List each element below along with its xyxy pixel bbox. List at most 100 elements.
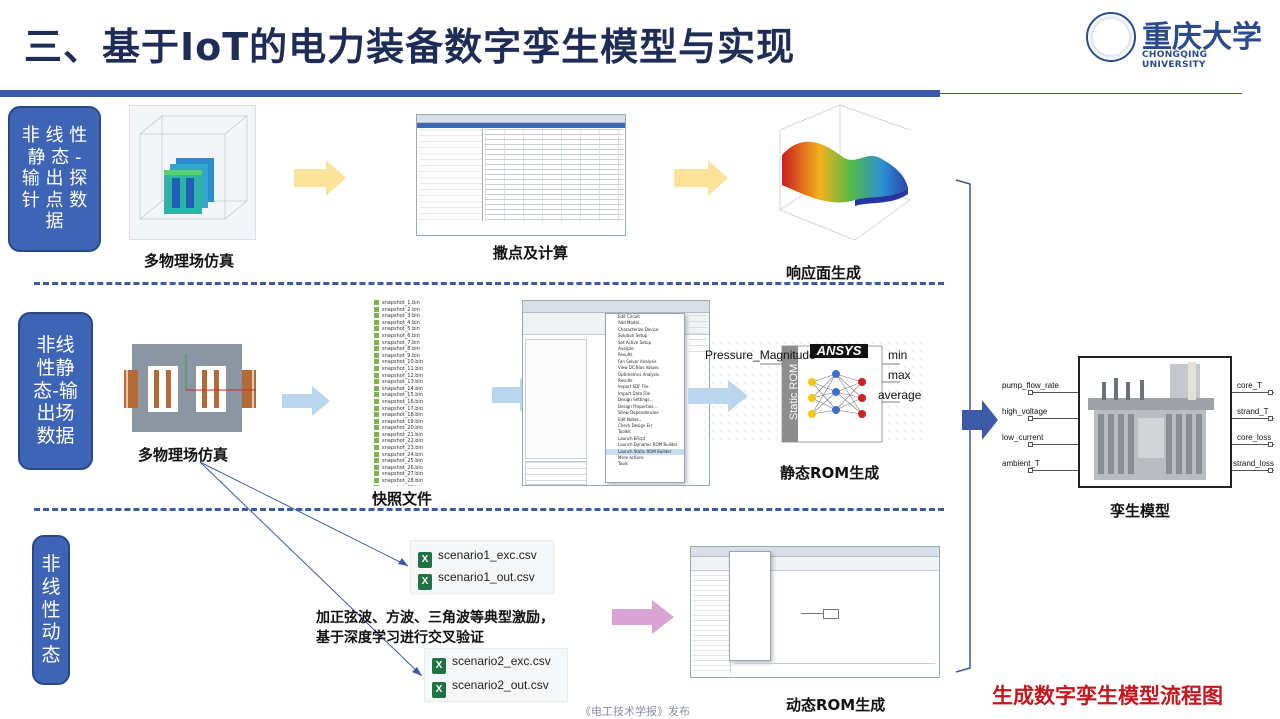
row2-label-box: 非线 性静 态-输 出场 数据 (18, 312, 93, 470)
dynamic-rom-screenshot (690, 546, 940, 678)
file-icon (374, 392, 379, 398)
snapshot-file[interactable]: snapshot_1.bin (374, 300, 452, 307)
snapshot-file[interactable]: snapshot_24.bin (374, 451, 452, 459)
file-icon (374, 464, 379, 470)
snapshot-file[interactable]: snapshot_26.bin (374, 464, 452, 472)
logo-cn: 重庆大学 (1142, 20, 1262, 55)
page-title: 三、基于IoT的电力装备数字孪生模型与实现 (24, 25, 796, 69)
rom-input-label: Pressure_Magnitude (705, 348, 816, 362)
snapshot-file[interactable]: snapshot_5.bin (374, 326, 452, 333)
snapshot-file[interactable]: snapshot_28.bin (374, 478, 452, 485)
snapshot-file[interactable]: snapshot_19.bin (374, 418, 452, 426)
rom-side-label: Static ROM (788, 363, 800, 421)
snapshot-file[interactable]: snapshot_10.bin (374, 359, 452, 366)
file-icon (374, 306, 379, 312)
file-icon (374, 379, 379, 385)
dynamic-context-menu (729, 551, 771, 661)
snapshot-file[interactable]: snapshot_17.bin (374, 405, 452, 413)
snapshot-file[interactable]: snapshot_25.bin (374, 458, 452, 465)
twin-input-pin (1028, 442, 1033, 447)
twin-input-wire (1030, 444, 1078, 445)
snapshot-file[interactable]: snapshot_4.bin (374, 319, 452, 327)
snapshot-file[interactable]: snapshot_12.bin (374, 372, 452, 380)
twin-output-pin (1268, 442, 1273, 447)
snapshot-file[interactable]: snapshot_23.bin (374, 445, 452, 452)
file-icon (374, 431, 379, 437)
snapshot-file[interactable]: snapshot_14.bin (374, 385, 452, 393)
twin-output-port: strand_T (1237, 407, 1269, 416)
university-logo: 重庆大学 CHONGQING UNIVERSITY (1086, 12, 1262, 70)
twin-output-port: strand_loss (1233, 459, 1274, 468)
row1-label-box: 非 线 性 静 态 - 输 出 探 针 点 数 据 (8, 106, 101, 252)
arrow-to-twin (962, 400, 998, 440)
file-icon (374, 412, 379, 418)
csv-group-1 (410, 540, 554, 594)
file-icon (374, 398, 379, 404)
excitation-note: 加正弦波、方波、三角波等典型激励， 基于深度学习进行交叉验证 (316, 610, 554, 646)
arrow-right-yellow-1 (294, 160, 346, 196)
snapshot-file[interactable]: snapshot_29.bin (374, 484, 452, 486)
snapshot-file[interactable]: snapshot_15.bin (374, 392, 452, 399)
twin-input-port: high_voltage (1002, 407, 1048, 416)
snapshot-file[interactable]: snapshot_21.bin (374, 431, 452, 439)
caption-response-surface: 响应面生成 (786, 264, 862, 282)
snapshot-file[interactable]: snapshot_13.bin (374, 379, 452, 386)
footer-source: 《电工技术学报》发布 (580, 705, 690, 718)
caption-snapshot-files: 快照文件 (372, 490, 433, 508)
snapshot-file[interactable]: snapshot_8.bin (374, 346, 452, 353)
file-icon (374, 484, 379, 486)
twin-input-port: pump_flow_rate (1002, 381, 1059, 390)
snapshot-file[interactable]: snapshot_27.bin (374, 471, 452, 478)
snapshot-file[interactable]: snapshot_16.bin (374, 398, 452, 406)
twin-output-wire (1232, 470, 1274, 471)
twin-output-wire (1232, 444, 1274, 445)
twin-model-frame (1078, 356, 1232, 488)
snapshot-file[interactable]: snapshot_22.bin (374, 438, 452, 445)
caption-multiphysics-2: 多物理场仿真 (138, 446, 229, 464)
arrow-right-yellow-2 (674, 160, 728, 196)
snapshot-file[interactable]: snapshot_11.bin (374, 365, 452, 373)
scatter-calc-screenshot (416, 114, 626, 236)
excel-icon: X (418, 552, 432, 568)
file-icon (374, 418, 379, 424)
file-icon (374, 445, 379, 451)
file-icon (374, 372, 379, 378)
university-seal-icon (1086, 12, 1136, 62)
snapshot-file[interactable]: snapshot_7.bin (374, 339, 452, 347)
connector-lines (199, 461, 423, 677)
excel-icon: X (432, 682, 446, 698)
snapshot-file[interactable]: snapshot_9.bin (374, 352, 452, 360)
snapshot-file[interactable]: snapshot_6.bin (374, 332, 452, 340)
file-icon (374, 458, 379, 464)
twin-output-pin (1268, 468, 1273, 473)
caption-twin-model: 孪生模型 (1110, 502, 1171, 520)
twin-output-port: core_T (1237, 381, 1262, 390)
rom-brand-label: ANSYS (816, 343, 862, 358)
caption-dynamic-rom: 动态ROM生成 (786, 696, 886, 714)
file-icon (374, 425, 379, 431)
file-icon (374, 332, 379, 338)
twin-input-port: ambient_T (1002, 459, 1040, 468)
snapshot-file[interactable]: snapshot_18.bin (374, 412, 452, 419)
file-icon (374, 438, 379, 444)
arrow-right-pink (612, 600, 674, 634)
twin-output-pin (1268, 416, 1273, 421)
file-icon (374, 405, 379, 411)
file-icon (374, 313, 379, 319)
title-divider (0, 90, 940, 97)
file-icon (374, 300, 379, 305)
transformer-image (1088, 362, 1214, 480)
snapshot-file[interactable]: snapshot_2.bin (374, 306, 452, 314)
snapshot-file[interactable]: snapshot_20.bin (374, 425, 452, 432)
response-surface-plot (760, 100, 930, 252)
twin-input-wire (1030, 392, 1078, 393)
twin-input-port: low_current (1002, 433, 1044, 442)
twin-output-pin (1268, 390, 1273, 395)
csv-group-2 (424, 648, 568, 702)
snapshot-file[interactable]: snapshot_3.bin (374, 313, 452, 320)
